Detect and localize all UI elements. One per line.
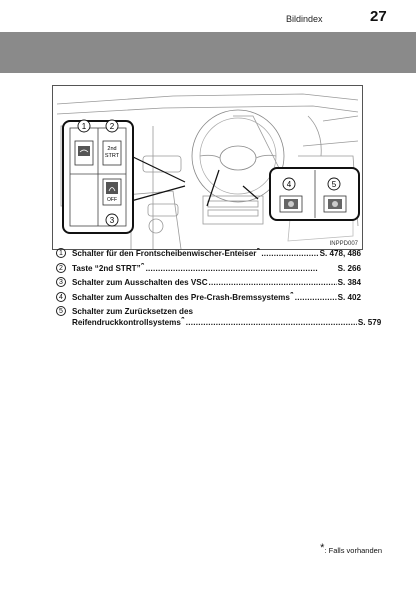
item-number: 1	[56, 248, 66, 258]
item-label: Schalter zum Ausschalten des VSC	[72, 278, 208, 288]
item-number: 2	[56, 262, 66, 273]
legend-item: 1 Schalter für den Frontscheibenwischer-…	[56, 248, 361, 259]
leader-dots	[295, 292, 337, 303]
svg-text:4: 4	[287, 180, 292, 189]
item-number: 5	[56, 306, 66, 317]
legend-item: 5 Schalter zum Zurücksetzen des Reifendr…	[56, 306, 381, 328]
item-label-line2: Reifendruckkontrollsystems	[72, 318, 181, 328]
figure-code: INPPD007	[329, 241, 358, 247]
page-reference: S. 384	[337, 278, 361, 288]
footnote: *: Falls vorhanden	[320, 543, 382, 556]
availability-mark: *	[256, 248, 261, 256]
page-reference: S. 402	[337, 292, 361, 302]
leader-dots	[209, 277, 337, 288]
svg-text:1: 1	[82, 122, 87, 131]
switch-legend: 1 Schalter für den Frontscheibenwischer-…	[56, 248, 381, 332]
page-reference: S. 266	[337, 263, 361, 273]
dashboard-illustration: 1 2 3 4 5 2nd STRT OFF INPPD007	[52, 85, 363, 250]
item-label: Schalter zum Ausschalten des Pre-Crash-B…	[72, 292, 290, 302]
footnote-mark: *	[320, 542, 325, 554]
switch-pair-inset: 4 5	[269, 167, 360, 221]
legend-item: 4 Schalter zum Ausschalten des Pre-Crash…	[56, 291, 361, 303]
availability-mark: *	[180, 317, 185, 326]
leader-dots	[261, 248, 318, 259]
legend-item: 2 Taste “2nd STRT”* S. 266	[56, 262, 361, 274]
item-number: 4	[56, 291, 66, 302]
legend-item: 3 Schalter zum Ausschalten des VSC S. 38…	[56, 277, 361, 288]
availability-mark: *	[289, 291, 294, 300]
btn-off-label: OFF	[107, 197, 117, 203]
leader-dots	[146, 263, 337, 274]
item-label: Taste “2nd STRT”	[72, 263, 141, 273]
svg-text:2: 2	[110, 122, 115, 131]
dashboard-drawing: 1 2 3 4 5 2nd STRT OFF	[56, 93, 360, 249]
item-number: 3	[56, 277, 66, 288]
item-label-line1: Schalter zum Zurücksetzen des	[72, 307, 193, 317]
page-reference: S. 478, 486	[319, 249, 361, 258]
section-title: Bildindex	[286, 14, 323, 24]
svg-text:5: 5	[332, 180, 337, 189]
svg-text:3: 3	[110, 216, 115, 225]
leader-dots	[186, 317, 357, 328]
switch-panel-inset: 1 2 3	[62, 119, 134, 234]
btn-2nd-label: 2nd	[107, 146, 116, 152]
page-number: 27	[370, 8, 387, 25]
header-rule	[0, 0, 416, 1]
item-label: Schalter für den Frontscheibenwischer-En…	[72, 249, 257, 258]
page-reference: S. 579	[357, 318, 382, 328]
footnote-text: : Falls vorhanden	[324, 546, 382, 555]
btn-strt-label: STRT	[105, 153, 120, 159]
availability-mark: *	[140, 262, 145, 271]
title-band	[0, 32, 416, 73]
